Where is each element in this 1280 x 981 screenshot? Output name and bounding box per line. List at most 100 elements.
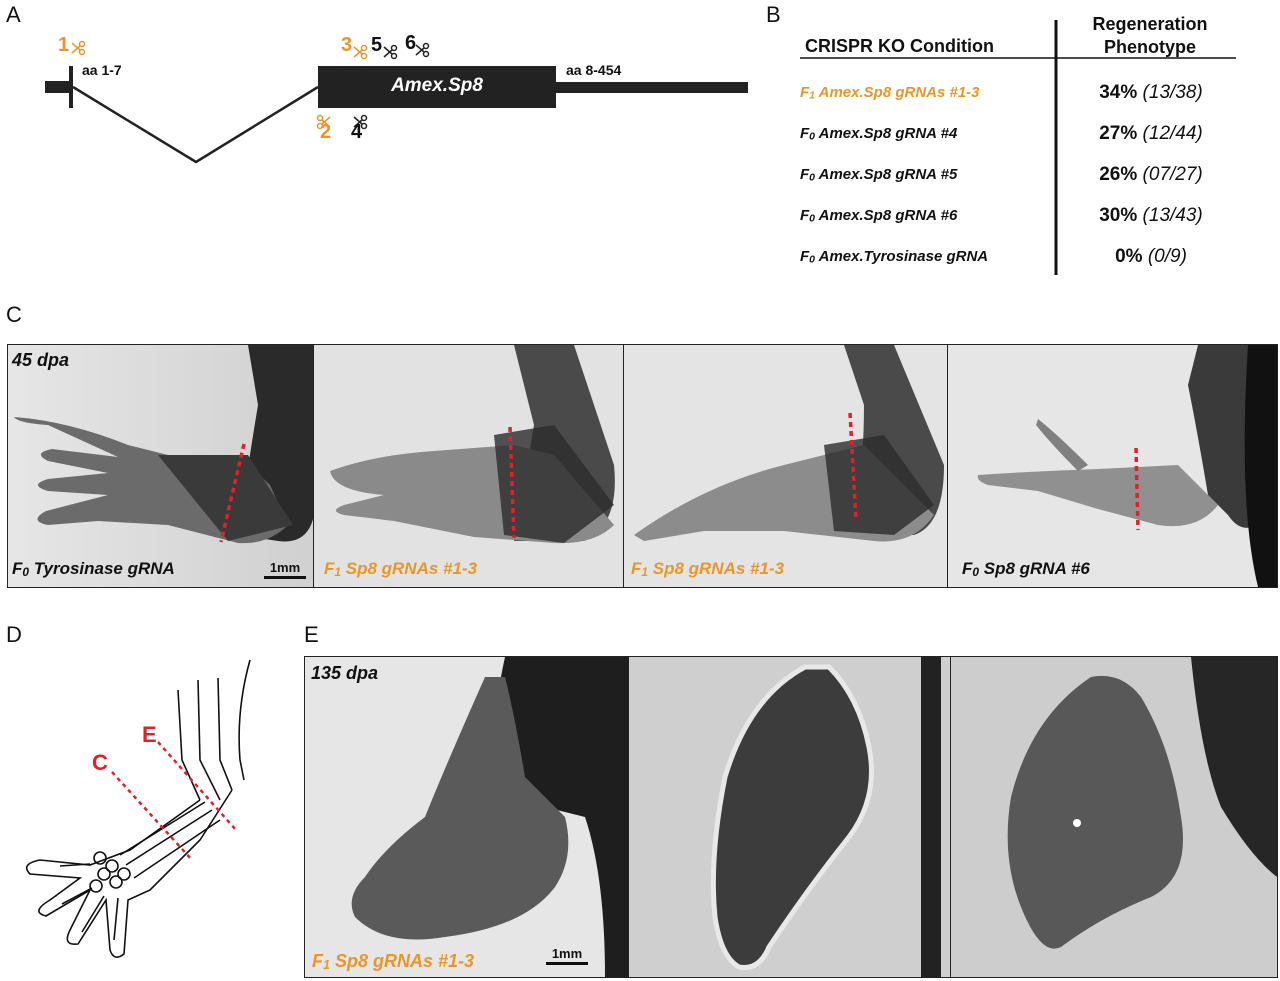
photo-c2-label-sub: 1: [334, 564, 342, 579]
table-row-3-condition: F0 Amex.Sp8 gRNA #5: [800, 166, 1050, 184]
gene-name-label: Amex.Sp8: [391, 75, 483, 96]
table-header-condition: CRISPR KO Condition: [805, 36, 994, 56]
limb-image-e1: [305, 657, 629, 977]
photo-c1-label: F0 Tyrosinase gRNA: [12, 559, 175, 579]
panel-letter-d: D: [6, 622, 22, 647]
table-row-2-phenotype: 27% (12/44): [1066, 123, 1236, 145]
grna-6-label: 6: [405, 32, 417, 54]
scale-bar-e-label: 1mm: [551, 946, 583, 961]
grna-2-label: 2: [320, 121, 332, 143]
scissors-icon-4: [353, 114, 368, 130]
condition-prefix: F: [800, 166, 810, 183]
photo-e2: [628, 656, 952, 978]
photo-c4-label-sub: 0: [972, 564, 980, 579]
exon-2-utr: [556, 82, 748, 93]
condition-prefix: F: [800, 207, 810, 224]
grna-1-label: 1: [58, 34, 70, 56]
table-row-4-phenotype: 30% (13/43): [1066, 205, 1236, 227]
table-row-4-condition: F0 Amex.Sp8 gRNA #6: [800, 207, 1050, 225]
schematic-cut-c: [111, 771, 193, 861]
scale-bar-e: 1mm: [546, 946, 588, 965]
gene-structure-svg: [45, 40, 748, 164]
panel-letter-a: A: [6, 2, 21, 27]
photo-c3-label-prefix: F: [631, 559, 642, 578]
limb-schematic: C E: [0, 650, 300, 970]
table-row-5-condition: F0 Amex.Tyrosinase gRNA: [800, 248, 1050, 266]
photo-c2: [313, 344, 625, 588]
phenotype-percent: 34%: [1099, 82, 1138, 103]
scissors-icon-3: [353, 44, 368, 60]
table-rules-svg: [800, 20, 1236, 275]
schematic-label-e: E: [142, 722, 157, 747]
panel-letter-c: C: [6, 302, 22, 327]
scissors-icon-6: [415, 42, 430, 58]
table-row-3-phenotype: 26% (07/27): [1066, 164, 1236, 186]
photo-e3: [950, 656, 1278, 978]
photo-e1: [304, 656, 630, 978]
condition-prefix: F: [800, 248, 810, 265]
phenotype-fraction: (12/44): [1142, 123, 1203, 144]
exon-1: [45, 81, 73, 93]
scale-bar-e-line: [546, 962, 588, 965]
exon-2: [318, 66, 556, 108]
gene-diagram: 1 3 5 6 2 4 aa 1-7 aa 8-454 Amex.Sp8: [0, 0, 760, 200]
scale-bar-c-line: [264, 576, 306, 579]
phenotype-fraction: (13/43): [1142, 205, 1203, 226]
photo-c4-label: F0 Sp8 gRNA #6: [962, 559, 1090, 579]
table-row-2-condition: F0 Amex.Sp8 gRNA #4: [800, 125, 1050, 143]
schematic-cut-e: [157, 741, 237, 831]
condition-subscript: 0: [809, 171, 816, 184]
grna-5-label: 5: [371, 34, 383, 56]
condition-subscript: 0: [809, 130, 816, 143]
intron-line: [72, 85, 319, 164]
panel-letter-e: E: [304, 622, 319, 647]
phenotype-percent: 0%: [1115, 246, 1143, 267]
photo-c2-label-prefix: F: [324, 559, 335, 578]
photo-e-label-prefix: F: [312, 951, 323, 971]
phenotype-percent: 27%: [1099, 123, 1138, 144]
photo-c1-label-prefix: F: [12, 559, 23, 578]
condition-name: Amex.Sp8 gRNAs #1-3: [815, 84, 980, 101]
exon2-aa-label: aa 8-454: [566, 62, 622, 78]
condition-name: Amex.Sp8 gRNA #4: [815, 125, 958, 142]
photo-c3-label-text: Sp8 gRNAs #1-3: [648, 559, 785, 578]
condition-name: Amex.Sp8 gRNA #5: [815, 166, 958, 183]
limb-image-c1: [8, 345, 314, 587]
photo-c4-label-prefix: F: [962, 559, 973, 578]
photo-c1: [7, 344, 315, 588]
photo-c2-label-text: Sp8 gRNAs #1-3: [341, 559, 478, 578]
limb-image-c3: [624, 345, 948, 587]
table-row-5-phenotype: 0% (0/9): [1066, 246, 1236, 268]
ko-table: [780, 0, 1260, 290]
limb-image-c2: [314, 345, 624, 587]
schematic-cut-lines: [111, 741, 237, 861]
condition-prefix: F: [800, 84, 810, 101]
limb-image-e2: [629, 657, 951, 977]
timepoint-135dpa: 135 dpa: [311, 663, 379, 683]
scissors-icon-2: [316, 114, 331, 130]
photo-e-label-sub: 1: [323, 957, 331, 972]
condition-subscript: 0: [809, 212, 816, 225]
photo-c1-label-text: Tyrosinase gRNA: [29, 559, 175, 578]
table-header-phenotype-line2: Phenotype: [1103, 37, 1196, 57]
scale-bar-c-label: 1mm: [269, 560, 301, 575]
limb-image-c4: [948, 345, 1277, 587]
exon1-aa-label: aa 1-7: [82, 62, 122, 78]
photo-e-label-text: Sp8 gRNAs #1-3: [330, 951, 475, 971]
scissors-icon-5: [383, 44, 398, 60]
timepoint-45dpa: 45 dpa: [12, 350, 70, 370]
condition-subscript: 1: [809, 89, 816, 102]
condition-name: Amex.Sp8 gRNA #6: [815, 207, 958, 224]
limb-schematic-svg: [25, 659, 251, 958]
panel-letter-b: B: [766, 2, 781, 27]
condition-name: Amex.Tyrosinase gRNA: [815, 248, 989, 265]
photo-c4-label-text: Sp8 gRNA #6: [979, 559, 1090, 578]
limb-image-e3: [951, 657, 1277, 977]
phenotype-fraction: (07/27): [1142, 164, 1203, 185]
photo-e-label: F1 Sp8 gRNAs #1-3: [312, 951, 474, 972]
phenotype-percent: 30%: [1099, 205, 1138, 226]
table-row-1-condition: F1 Amex.Sp8 gRNAs #1-3: [800, 84, 1050, 102]
grna-4-label: 4: [351, 121, 363, 143]
photo-c4: [947, 344, 1278, 588]
photo-c1-label-sub: 0: [22, 564, 30, 579]
